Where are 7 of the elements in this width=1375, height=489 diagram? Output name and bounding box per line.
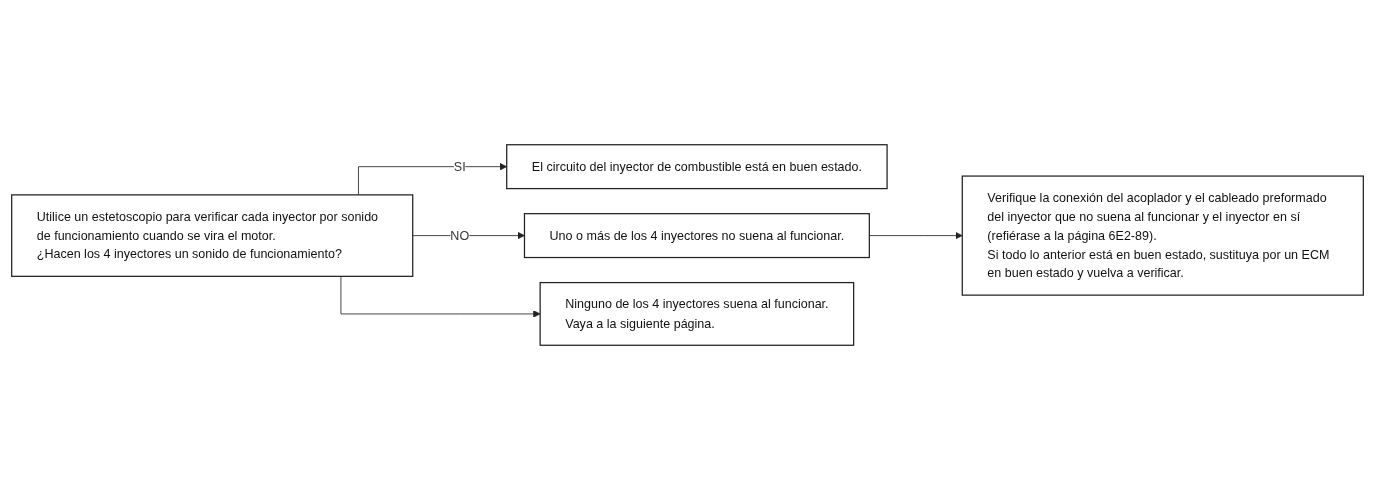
node-box: Uno o más de los 4 inyectores no suena al funcionar. — [523, 212, 870, 258]
node-box: El circuito del inyector de combustible está en buen estado. — [506, 143, 888, 189]
edge-label: NO — [450, 227, 470, 242]
node-box: Utilice un estetoscopio para verificar cada inyector por sonido de funcionamiento cuando se vira el motor. ¿Hacen los 4 inyectores un sonido de funcionamiento? — [11, 193, 414, 277]
edge-label: SI — [453, 158, 466, 173]
node-box: Ninguno de los 4 inyectores suena al funcionar. Vaya a la siguiente página. — [539, 281, 855, 346]
node-box: Verifique la conexión del acoplador y el cableado preformado del inyector que no suena al funcionar y el inyector en sí (refiérase a la página 6E2-89). Si todo lo anterior está en buen estado, sustituya por un ECM en buen estado y vuelva a verificar. — [961, 174, 1364, 296]
